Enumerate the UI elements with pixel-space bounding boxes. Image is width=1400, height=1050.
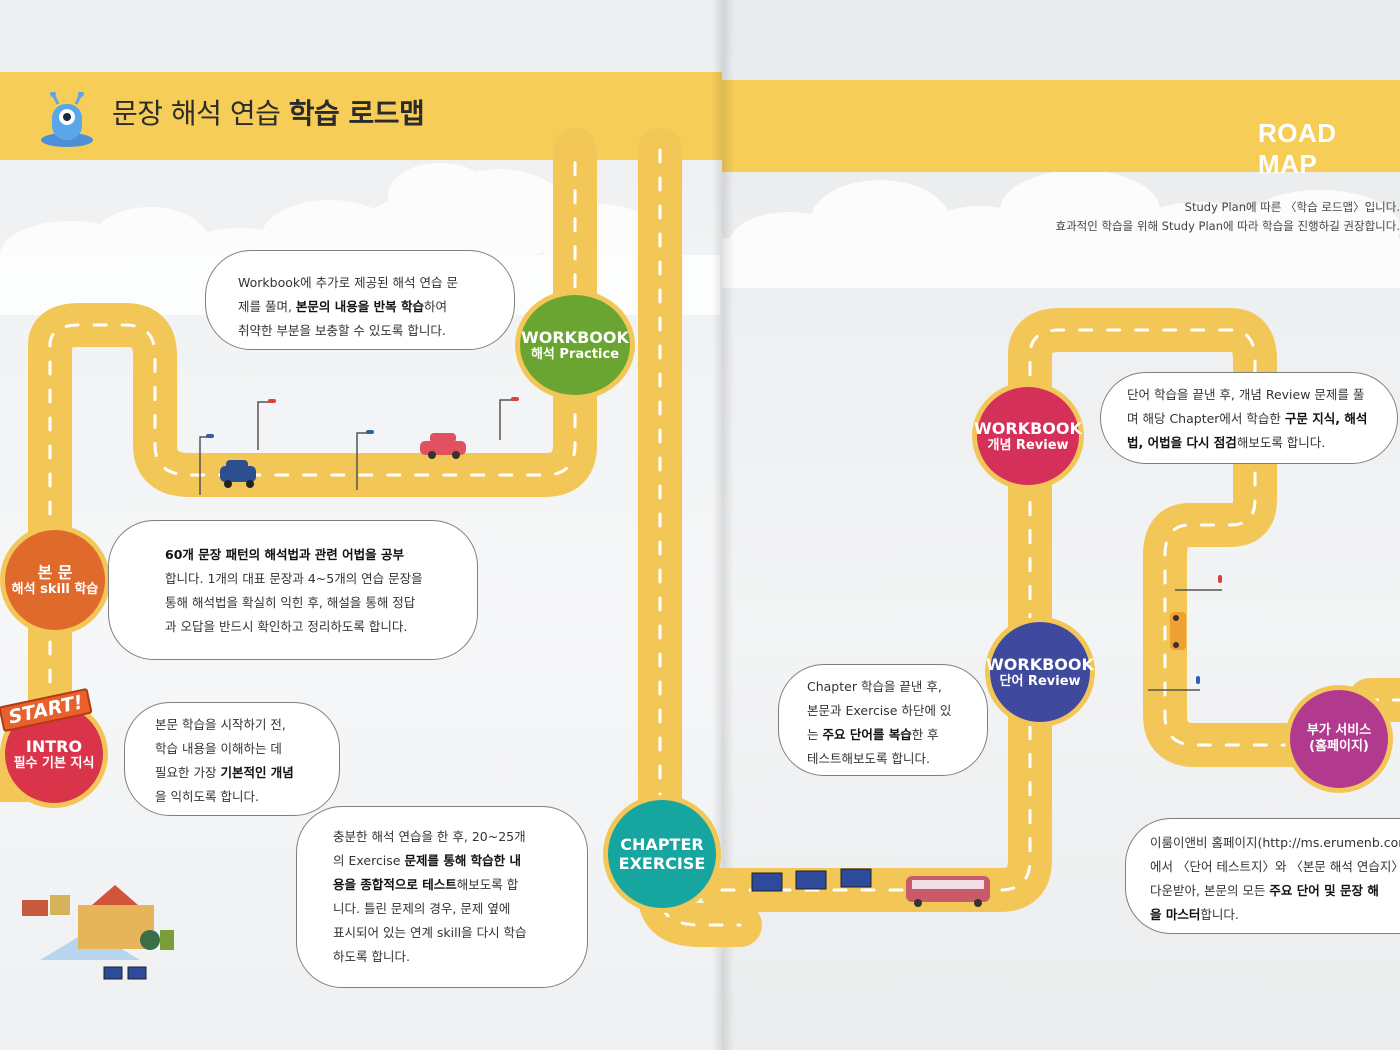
stop-workbook-practice[interactable]: WORKBOOK 해석 Practice bbox=[515, 290, 635, 400]
taxi-icon bbox=[1170, 612, 1186, 650]
mascot-icon bbox=[41, 92, 93, 147]
bubble-wp-line: 제를 풀며, 본문의 내용을 반복 학습하여 bbox=[238, 299, 447, 314]
stop-main-sub: 해석 skill 학습 bbox=[11, 581, 99, 597]
stop-extra-service[interactable]: 부가 서비스 (홈페이지) bbox=[1285, 685, 1393, 793]
intro-text: Study Plan에 따른 〈학습 로드맵〉입니다. 효과적인 학습을 위해 … bbox=[1020, 198, 1400, 236]
bubble-ce-line: 용을 종합적으로 테스트해보도록 합 bbox=[333, 877, 519, 892]
stop-workbook-vocab[interactable]: WORKBOOK 단어 Review bbox=[985, 617, 1095, 727]
red-car-icon bbox=[420, 433, 466, 459]
stop-wp-sub: 해석 Practice bbox=[530, 346, 620, 362]
stop-es-sub: (홈페이지) bbox=[1309, 739, 1369, 754]
bubble-workbook-concept: 단어 학습을 끝낸 후, 개념 Review 문제를 풀 며 해당 Chapte… bbox=[1100, 372, 1398, 464]
bubble-es-line: 다운받아, 본문의 모든 주요 단어 및 문장 해 bbox=[1150, 883, 1379, 898]
bubble-wv-line: 테스트해보도록 합니다. bbox=[807, 751, 930, 766]
bubble-main-line: 과 오답을 반드시 확인하고 정리하도록 합니다. bbox=[165, 619, 408, 634]
solar-panels bbox=[103, 868, 872, 980]
bubble-wv-line: Chapter 학습을 끝낸 후, bbox=[807, 679, 942, 694]
bubble-intro-line: 을 익히도록 합니다. bbox=[155, 789, 259, 804]
stop-wv-sub: 단어 Review bbox=[999, 673, 1081, 689]
stop-wp-title: WORKBOOK bbox=[521, 327, 629, 347]
bubble-wc-line: 단어 학습을 끝낸 후, 개념 Review 문제를 풀 bbox=[1127, 387, 1365, 402]
stop-workbook-concept[interactable]: WORKBOOK 개념 Review bbox=[972, 382, 1084, 490]
page-title: 문장 해석 연습 학습 로드맵 bbox=[112, 97, 425, 130]
book-spine bbox=[712, 0, 734, 1050]
bubble-workbook-vocab: Chapter 학습을 끝낸 후, 본문과 Exercise 하단에 있 는 주… bbox=[778, 664, 988, 776]
stop-main-title: 본 문 bbox=[37, 562, 73, 582]
bubble-intro: 본문 학습을 시작하기 전, 학습 내용을 이해하는 데 필요한 가장 기본적인… bbox=[124, 702, 340, 816]
stop-main-study[interactable]: 본 문 해석 skill 학습 bbox=[0, 525, 110, 635]
bubble-main-line: 통해 해석법을 확실히 익힌 후, 해설을 통해 정답 bbox=[165, 595, 416, 610]
stop-wc-sub: 개념 Review bbox=[987, 437, 1069, 453]
bubble-es-line: 에서 〈단어 테스트지〉와 〈본문 해석 연습지〉를 bbox=[1150, 859, 1400, 874]
bubble-wp-line: 취약한 부분을 보충할 수 있도록 합니다. bbox=[238, 323, 446, 338]
road-right bbox=[700, 308, 1400, 912]
bubble-intro-line: 학습 내용을 이해하는 데 bbox=[155, 741, 282, 756]
roadmap-label: ROAD MAP bbox=[1258, 118, 1337, 179]
blue-car-icon bbox=[220, 460, 256, 488]
intro-line-1: Study Plan에 따른 〈학습 로드맵〉입니다. bbox=[1184, 200, 1400, 214]
bubble-chapter-exercise: 충분한 해석 연습을 한 후, 20~25개 의 Exercise 문제를 통해… bbox=[296, 806, 588, 988]
bubble-main-line: 합니다. 1개의 대표 문장과 4~5개의 연습 문장을 bbox=[165, 571, 423, 586]
bubble-ce-line: 하도록 합니다. bbox=[333, 949, 410, 964]
stop-intro-sub: 필수 기본 지식 bbox=[13, 755, 95, 771]
bubble-ce-line: 의 Exercise 문제를 통해 학습한 내 bbox=[333, 853, 522, 868]
bubble-extra-service: 이룸이앤비 홈페이지(http://ms.erumenb.com) 에서 〈단어… bbox=[1125, 818, 1400, 934]
stop-wc-title: WORKBOOK bbox=[974, 418, 1082, 438]
town-illustration bbox=[22, 885, 174, 960]
bubble-wp-line: Workbook에 추가로 제공된 해석 연습 문 bbox=[238, 275, 458, 290]
bubble-ce-line: 표시되어 있는 연계 skill을 다시 학습 bbox=[333, 925, 527, 940]
bubble-intro-line: 본문 학습을 시작하기 전, bbox=[155, 717, 286, 732]
bubble-es-line: 을 마스터합니다. bbox=[1150, 907, 1239, 922]
bubble-wc-line: 법, 어법을 다시 점검해보도록 합니다. bbox=[1127, 435, 1326, 450]
stop-ce-line1: CHAPTER bbox=[620, 834, 704, 854]
bubble-wv-line: 는 주요 단어를 복습한 후 bbox=[807, 727, 939, 742]
bubble-ce-line: 니다. 틀린 문제의 경우, 문제 옆에 bbox=[333, 901, 511, 916]
bus-icon bbox=[906, 876, 990, 907]
stop-es-title: 부가 서비스 bbox=[1306, 723, 1372, 739]
bubble-intro-line: 필요한 가장 기본적인 개념 bbox=[155, 765, 294, 780]
bubble-workbook-practice: Workbook에 추가로 제공된 해석 연습 문 제를 풀며, 본문의 내용을… bbox=[205, 250, 515, 350]
bubble-ce-line: 충분한 해석 연습을 한 후, 20~25개 bbox=[333, 829, 526, 844]
stop-chapter-exercise[interactable]: CHAPTER EXERCISE bbox=[603, 795, 721, 913]
header-band-right bbox=[722, 80, 1400, 172]
stop-intro-title: INTRO bbox=[25, 736, 83, 756]
header-band bbox=[0, 72, 722, 160]
bubble-wc-line: 며 해당 Chapter에서 학습한 구문 지식, 해석 bbox=[1127, 411, 1368, 426]
bubble-main-line: 60개 문장 패턴의 해석법과 관련 어법을 공부 bbox=[165, 547, 405, 562]
stop-wv-title: WORKBOOK bbox=[986, 654, 1094, 674]
bubble-es-line: 이룸이앤비 홈페이지(http://ms.erumenb.com) bbox=[1150, 835, 1400, 850]
intro-line-2: 효과적인 학습을 위해 Study Plan에 따라 학습을 진행하길 권장합니… bbox=[1055, 219, 1400, 233]
bubble-main: 60개 문장 패턴의 해석법과 관련 어법을 공부 합니다. 1개의 대표 문장… bbox=[108, 520, 478, 660]
bubble-wv-line: 본문과 Exercise 하단에 있 bbox=[807, 703, 952, 718]
stop-ce-line2: EXERCISE bbox=[618, 854, 706, 873]
